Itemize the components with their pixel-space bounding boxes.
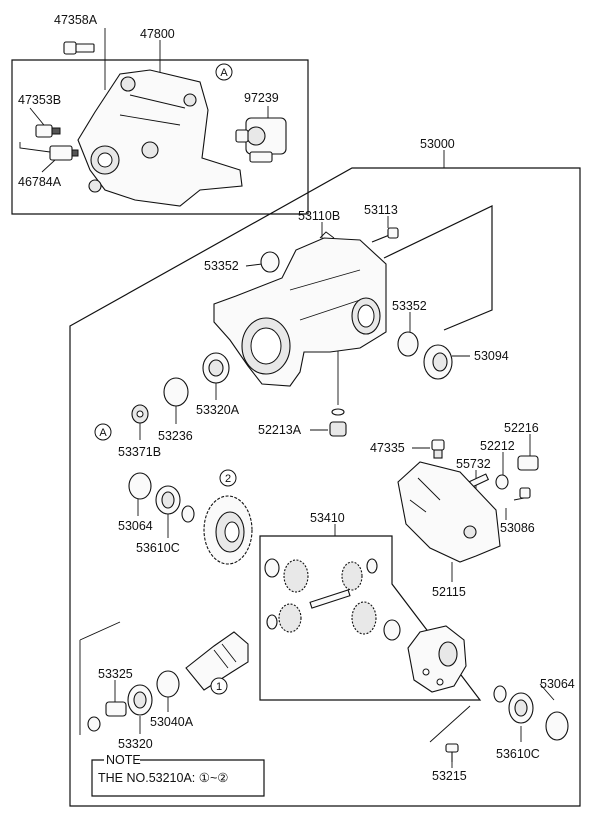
plug-52213A-shape <box>329 408 347 437</box>
label-53320: 53320 <box>118 737 153 751</box>
note-title: NOTE <box>106 753 141 767</box>
diff-gears-shape <box>264 558 401 641</box>
label-47800: 47800 <box>140 27 175 41</box>
label-47335: 47335 <box>370 441 405 455</box>
note-box: NOTE THE NO.53210A: ①~② <box>91 753 265 797</box>
housing-47800-shape <box>77 69 243 207</box>
seal-53352-upper-shape <box>260 251 280 273</box>
bearing-53610C-left-shape <box>155 485 181 515</box>
ring-53236-shape <box>163 377 189 407</box>
spacer-53325-shape <box>105 701 127 717</box>
seal-53064-left-shape <box>128 472 152 500</box>
leader-lines <box>29 28 555 768</box>
pinion-shaft-shape <box>185 631 249 691</box>
flange-53094-shape <box>423 344 453 380</box>
svg-text:A: A <box>99 427 107 439</box>
seal-53352-right-shape <box>397 331 419 357</box>
label-47358A: 47358A <box>54 13 98 27</box>
bolt-53113-shape <box>371 227 399 243</box>
note-text: THE NO.53210A: ①~② <box>98 771 228 785</box>
ring-gear-shape <box>203 495 253 565</box>
bearing-53610C-right-shape <box>508 692 534 724</box>
label-53371B: 53371B <box>118 445 161 459</box>
label-53000: 53000 <box>420 137 455 151</box>
label-53325: 53325 <box>98 667 133 681</box>
label-53236: 53236 <box>158 429 193 443</box>
label-53320A: 53320A <box>196 403 240 417</box>
label-53086: 53086 <box>500 521 535 535</box>
carrier-53110B-shape <box>213 231 387 387</box>
ref-marker-a-left: A <box>94 423 112 441</box>
svg-text:A: A <box>220 67 228 79</box>
label-53610C-left: 53610C <box>136 541 180 555</box>
label-53113: 53113 <box>364 203 398 217</box>
label-46784A: 46784A <box>18 175 62 189</box>
label-53094: 53094 <box>474 349 509 363</box>
label-52216: 52216 <box>504 421 539 435</box>
label-53110B: 53110B <box>298 209 340 223</box>
label-52213A: 52213A <box>258 423 302 437</box>
label-47353B: 47353B <box>18 93 61 107</box>
frame-47800-box <box>11 59 309 215</box>
label-52212: 52212 <box>480 439 515 453</box>
bearing-53320-shape <box>127 684 153 716</box>
label-53064-right: 53064 <box>540 677 575 691</box>
label-55732: 55732 <box>456 457 491 471</box>
bolt-53215-shape <box>445 743 459 762</box>
frame-53000-box <box>69 167 581 807</box>
bearing-53320A-shape <box>202 352 230 384</box>
seal-53064-right-shape <box>545 711 569 741</box>
ref-marker-a-top: A <box>215 63 233 81</box>
label-52115: 52115 <box>432 585 466 599</box>
label-53040A: 53040A <box>150 715 194 729</box>
label-53352-right: 53352 <box>392 299 427 313</box>
bolt-47358A-shape <box>63 41 95 55</box>
bearing-53040A-shape <box>156 670 180 698</box>
frame-carrier-bracket <box>383 205 493 331</box>
ref-marker-1: 1 <box>210 677 228 695</box>
actuator-97239-shape <box>235 117 287 163</box>
label-97239: 97239 <box>244 91 279 105</box>
fitting-47335-shape <box>431 439 445 459</box>
ref-marker-2: 2 <box>219 469 237 487</box>
diff-case-shape <box>407 625 467 693</box>
shim-small-shape <box>87 716 101 732</box>
washer-52212-shape <box>495 474 509 490</box>
label-53215: 53215 <box>432 769 467 783</box>
cover-52115-shape <box>397 461 501 563</box>
plug-52216-shape <box>517 455 539 471</box>
sensor-47353B-shape <box>35 124 61 138</box>
shim-right-shape <box>493 685 507 703</box>
label-53064-left: 53064 <box>118 519 153 533</box>
svg-text:2: 2 <box>225 473 231 485</box>
svg-text:1: 1 <box>216 681 222 693</box>
shim-left-shape <box>181 505 195 523</box>
label-53352-upper: 53352 <box>204 259 239 273</box>
label-53410: 53410 <box>310 511 345 525</box>
label-53610C-right: 53610C <box>496 747 540 761</box>
nut-53371B-shape <box>131 404 149 424</box>
connector-46784A-shape <box>19 142 79 161</box>
bolt-53086-shape <box>513 487 531 501</box>
frame-pinion-bracket <box>79 621 121 735</box>
